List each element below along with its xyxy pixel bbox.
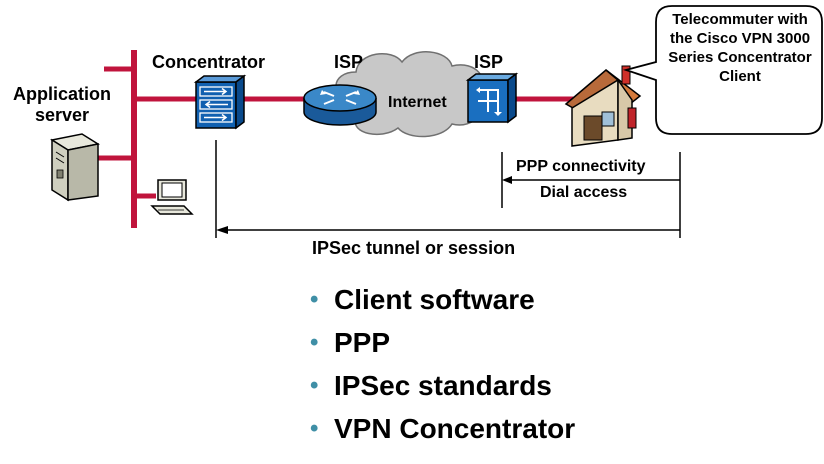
list-item: • Client software [306, 280, 575, 323]
workstation-icon [150, 179, 194, 215]
router-icon [303, 84, 377, 126]
ipsec-arrowhead [216, 226, 228, 234]
bullet-icon: • [310, 329, 319, 356]
isp-right-label: ISP [474, 52, 504, 72]
bullet-icon: • [310, 286, 319, 313]
list-item: • VPN Concentrator [306, 409, 575, 452]
isp-left-label: ISP [334, 52, 364, 72]
list-item: • IPSec standards [306, 366, 575, 409]
internet-label: Internet [388, 94, 447, 111]
house-icon [564, 65, 642, 147]
concentrator-label: Concentrator [152, 52, 266, 72]
list-item: • PPP [306, 323, 575, 366]
server-icon [50, 133, 100, 202]
ppp-connectivity-label: PPP connectivity [516, 158, 646, 175]
ipsec-tunnel-label: IPSec tunnel or session [312, 238, 516, 258]
concentrator-icon [193, 74, 247, 130]
application-server-label: Application server [13, 84, 111, 125]
dial-access-label: Dial access [540, 184, 628, 201]
list-item-text: Client software [334, 284, 535, 315]
list-item-text: PPP [334, 327, 391, 358]
list-item-text: IPSec standards [334, 370, 552, 401]
speech-bubble-icon [622, 5, 823, 135]
telecommuter-label: Telecommuter with the Cisco VPN 3000 Ser… [668, 11, 812, 85]
switch-icon [465, 72, 519, 124]
feature-bullet-list: • Client software • PPP • IPSec standards •… [306, 280, 575, 452]
bullet-icon: • [310, 415, 319, 442]
list-item-text: VPN Concentrator [334, 413, 576, 444]
bullet-icon: • [310, 372, 319, 399]
ppp-arrowhead [502, 176, 512, 184]
